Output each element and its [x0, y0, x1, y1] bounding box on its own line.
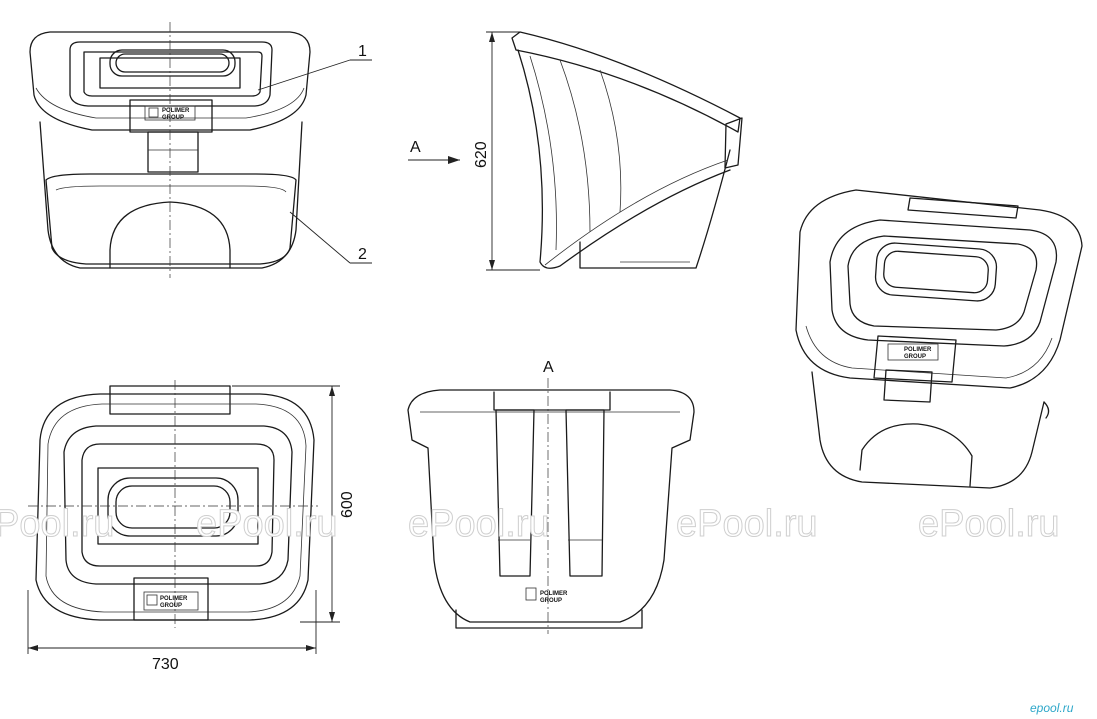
logo-a-line1: POLIMER — [540, 591, 568, 597]
corner-mark: epool.ru — [1030, 701, 1074, 715]
watermark-1: Pool.ru — [0, 503, 114, 545]
front-view: POLIMER GROUP 1 2 — [29, 22, 372, 278]
watermark-2: ePool.ru — [196, 503, 338, 545]
width-dimension: 730 — [152, 656, 179, 673]
logo-front-line1: POLIMER — [162, 108, 190, 114]
height-dimension: 620 — [473, 141, 490, 168]
side-view: A 620 — [408, 31, 743, 271]
watermark-5: ePool.ru — [918, 503, 1060, 545]
watermarks: Pool.ru ePool.ru ePool.ru ePool.ru ePool… — [0, 503, 1060, 546]
logo-top-line2: GROUP — [160, 603, 182, 609]
isometric-view: POLIMER GROUP — [795, 189, 1083, 489]
logo-top-line1: POLIMER — [160, 596, 188, 602]
logo-iso-line1: POLIMER — [904, 347, 932, 353]
view-a-title: A — [543, 359, 554, 376]
callout-2: 2 — [358, 246, 367, 263]
callout-1: 1 — [358, 43, 367, 60]
depth-dimension: 600 — [339, 491, 356, 518]
view-arrow-label: A — [410, 139, 421, 156]
view-a: A POLIMER GROUP — [407, 359, 695, 634]
logo-front-line2: GROUP — [162, 115, 184, 121]
top-view: POLIMER GROUP 600 730 — [27, 380, 356, 673]
watermark-3: ePool.ru — [408, 503, 550, 545]
watermark-4: ePool.ru — [676, 503, 818, 545]
logo-a-line2: GROUP — [540, 598, 562, 604]
logo-iso-line2: GROUP — [904, 354, 926, 360]
